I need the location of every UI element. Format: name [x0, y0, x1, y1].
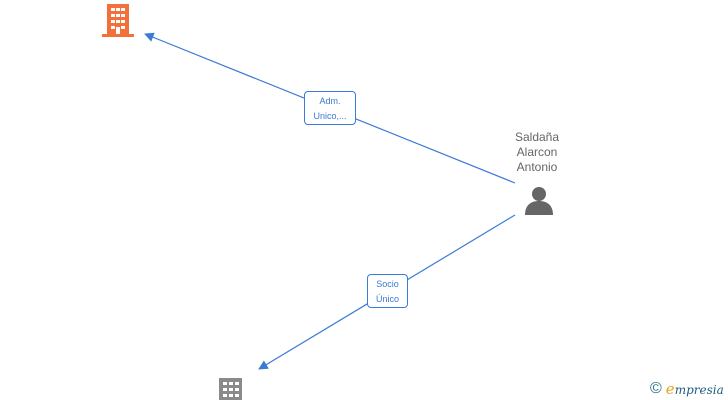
edge-label-line-1: Adm.	[319, 96, 341, 106]
brand-watermark: © empresia	[650, 378, 724, 400]
brand-logo-rest: mpresia	[674, 383, 724, 397]
person-node[interactable]	[524, 185, 554, 215]
edge-label-line-1: Socio	[376, 279, 399, 289]
edge-label-adm-unico[interactable]: Adm. Unico,...	[304, 91, 356, 125]
building-icon	[102, 4, 134, 37]
edge-label-socio-unico[interactable]: Socio Único	[367, 274, 408, 308]
copyright-icon: ©	[650, 380, 662, 397]
building-icon	[219, 378, 242, 400]
person-name[interactable]: Saldaña Alarcon Antonio	[492, 130, 582, 175]
person-name-line-3: Antonio	[516, 160, 558, 174]
company-node-top[interactable]	[102, 3, 134, 37]
brand-logo-initial: e	[665, 380, 675, 398]
edge-label-line-2: Unico,...	[313, 111, 347, 121]
person-icon	[525, 187, 553, 215]
brand-logo: empresia	[666, 380, 724, 398]
person-name-line-1: Saldaña	[514, 130, 560, 144]
person-name-line-2: Alarcon	[516, 145, 558, 159]
company-node-bottom[interactable]	[218, 377, 243, 400]
edge-label-line-2: Único	[375, 294, 399, 304]
